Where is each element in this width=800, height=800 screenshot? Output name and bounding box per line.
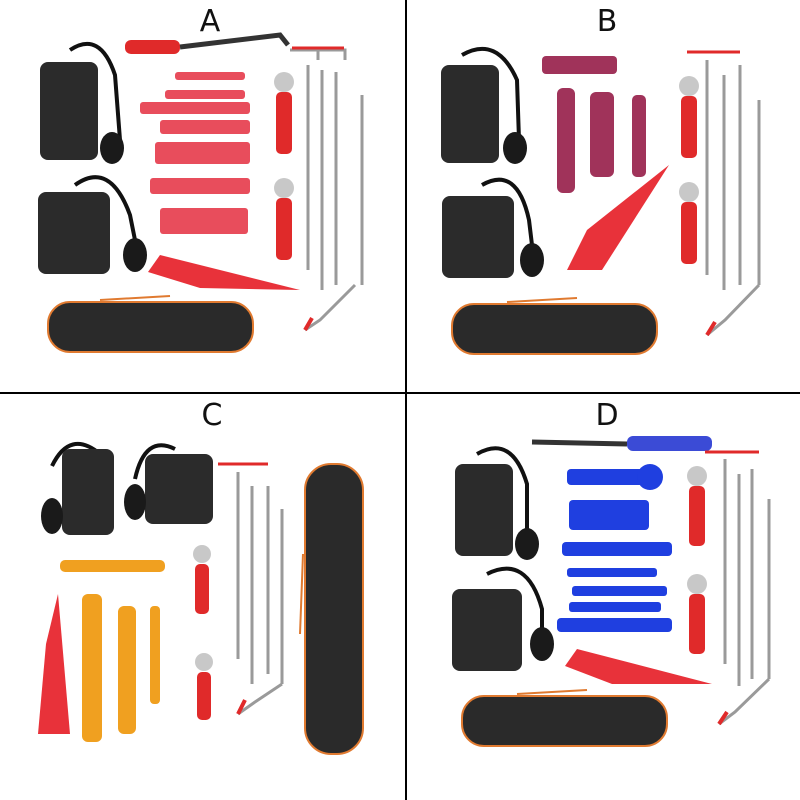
rod-set [687, 50, 761, 337]
trim-tool-set [140, 72, 250, 234]
wedge-tool [565, 649, 712, 684]
wrench [274, 178, 294, 260]
rod-set [218, 462, 284, 716]
wedge-tool [148, 255, 300, 290]
rod-set [705, 450, 771, 726]
air-wedge-pump [38, 175, 147, 274]
product-image-b [441, 46, 761, 355]
wrench [195, 653, 213, 720]
wrench [679, 76, 699, 158]
rod-set [290, 46, 364, 332]
horizontal-divider [0, 392, 800, 394]
wrench [679, 182, 699, 264]
panel-label-c: C [201, 398, 223, 433]
product-image-a [38, 32, 364, 353]
panel-label-a: A [199, 4, 221, 39]
vertical-divider [405, 0, 407, 800]
trim-tool-set [60, 560, 165, 742]
pry-screwdriver [125, 32, 290, 54]
storage-bag [451, 297, 658, 355]
panel-c: C [0, 394, 400, 794]
air-wedge-pump [455, 446, 539, 560]
trim-tool-set [542, 56, 646, 193]
wedge-tool [567, 165, 669, 270]
air-wedge-pump [124, 443, 213, 524]
wedge-tool [38, 594, 70, 734]
wrench [193, 545, 211, 614]
storage-bag [47, 295, 254, 353]
pry-screwdriver [531, 436, 712, 451]
panel-label-b: B [596, 4, 618, 39]
panel-b: B [407, 0, 800, 400]
air-wedge-pump [441, 46, 527, 164]
wrench [687, 574, 707, 654]
product-image-c [38, 442, 364, 755]
wrench [687, 466, 707, 546]
panel-label-d: D [595, 398, 619, 433]
air-wedge-pump [452, 566, 554, 671]
air-wedge-pump [40, 41, 124, 164]
storage-bag [461, 689, 668, 747]
wrench [274, 72, 294, 154]
panel-d: D [407, 394, 800, 794]
storage-bag [299, 463, 364, 755]
air-wedge-pump [41, 442, 114, 535]
panel-a: A [0, 0, 400, 400]
trim-tool-set [557, 464, 672, 632]
product-image-d [452, 436, 771, 747]
air-wedge-pump [442, 177, 544, 278]
